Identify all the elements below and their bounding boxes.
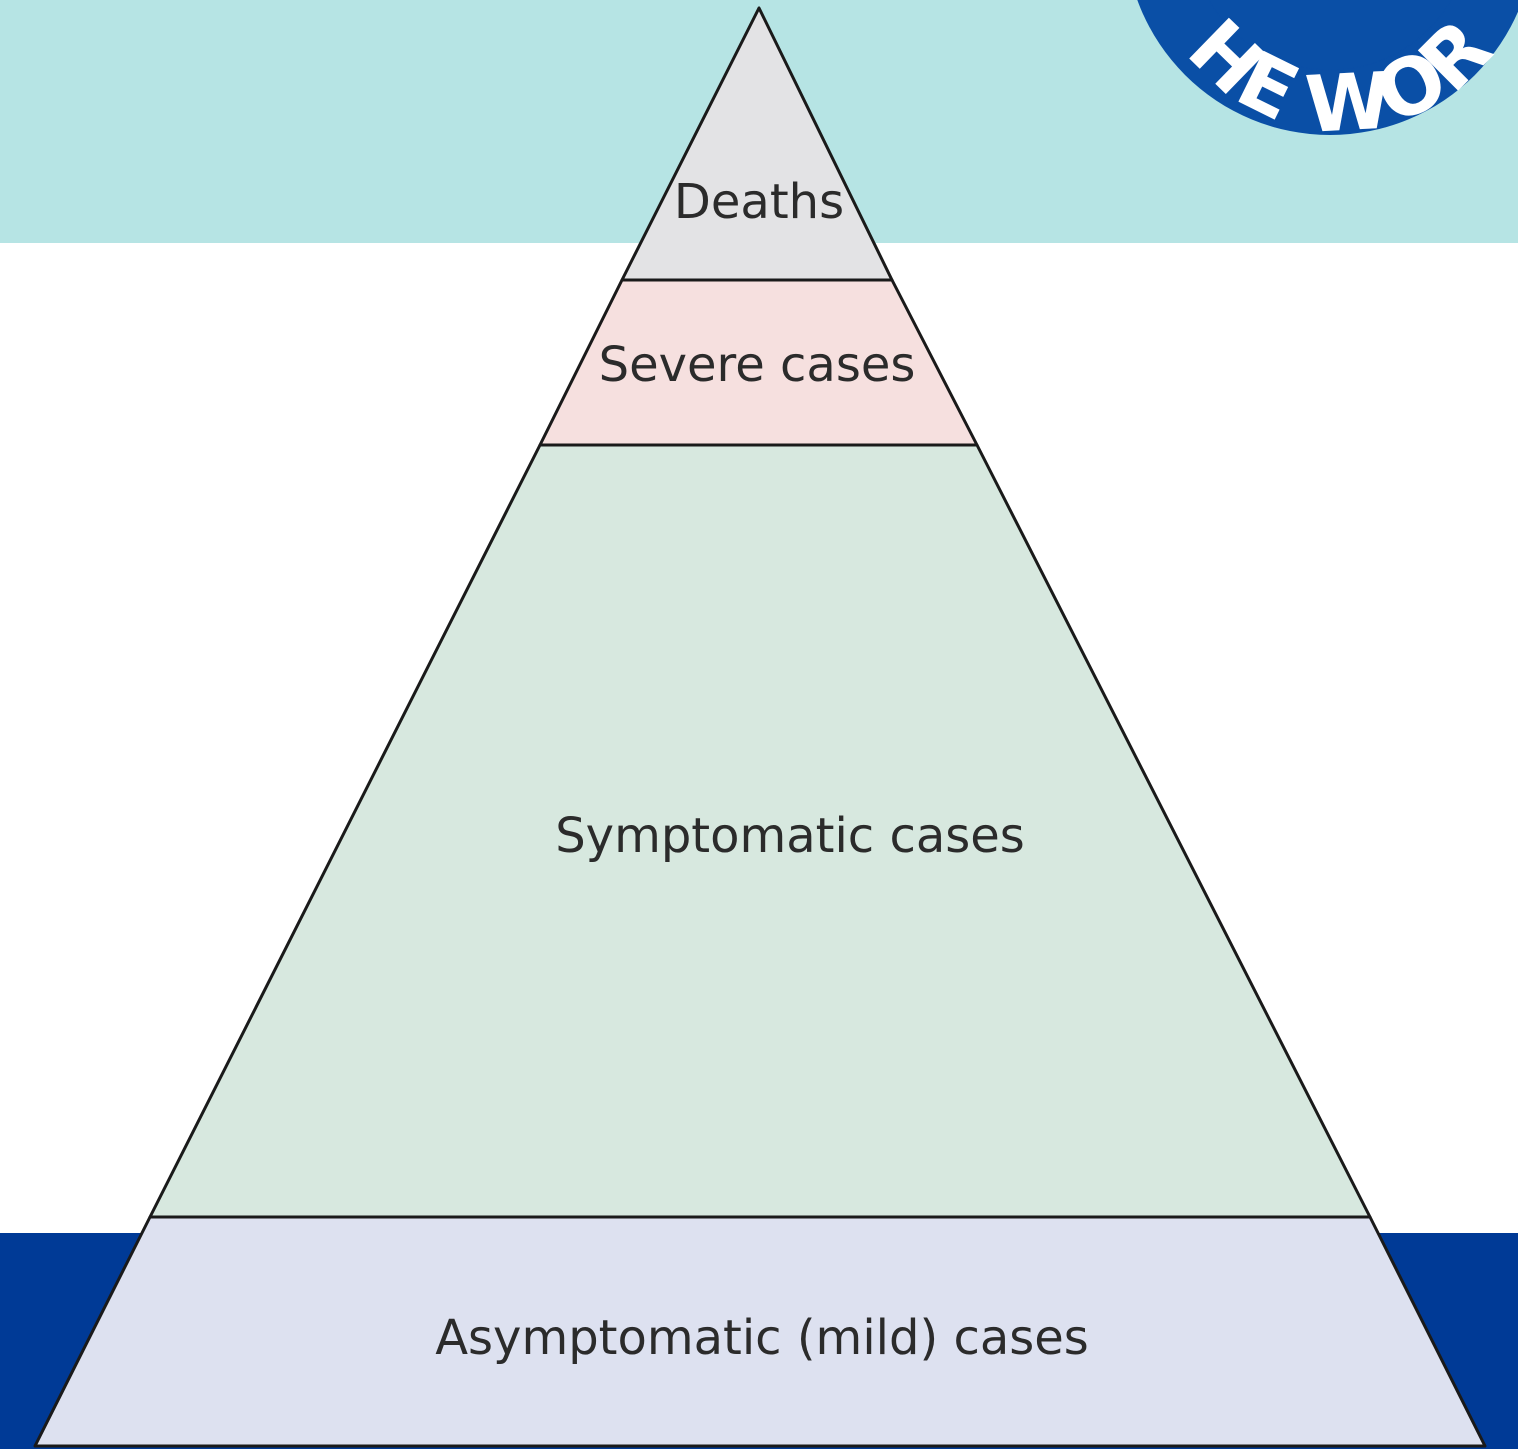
tier-asymptomatic-cases — [33, 1215, 1487, 1448]
pyramid — [33, 6, 1487, 1448]
tier-label-asymptomatic-cases: Asymptomatic (mild) cases — [435, 1310, 1089, 1366]
badge-inner-ring — [1208, 0, 1452, 71]
tier-label-severe-cases: Severe cases — [599, 337, 916, 393]
tier-label-symptomatic-cases: Symptomatic cases — [555, 808, 1025, 864]
tier-label-deaths: Deaths — [674, 174, 844, 230]
